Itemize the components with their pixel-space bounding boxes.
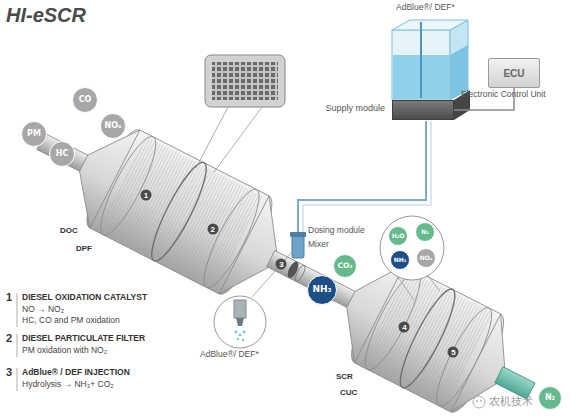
part-name: SCR [336, 372, 353, 381]
exhaust-line [16, 92, 556, 420]
node-text: NOₓ [420, 255, 433, 262]
node-text: NH₃ [312, 285, 331, 295]
node-text: ECU [503, 68, 524, 79]
product-molecule: CO₂ [333, 254, 357, 278]
gas-molecule: NOₓ [100, 113, 126, 139]
list-heading: DIESEL OXIDATION CATALYST [22, 293, 147, 303]
list-number: 2 [6, 332, 12, 345]
node-text: Supply module [325, 104, 385, 114]
node-text: NH₃ [394, 257, 407, 264]
callout-number: 1 [141, 189, 152, 200]
list-note: Hydrolysis → NH₃+ CO₂ [22, 380, 114, 390]
circle-shape [308, 276, 337, 305]
gas-molecule: CO [72, 87, 98, 113]
product-molecule: H₂O [388, 226, 408, 246]
circle-shape [539, 387, 562, 410]
list-heading: DIESEL PARTICULATE FILTER [22, 334, 145, 344]
circle-shape [417, 249, 436, 268]
node-text: N₂ [545, 394, 555, 403]
reaction-zoom [380, 216, 444, 300]
node-text: N₂ [421, 229, 429, 236]
circle-shape [22, 122, 47, 147]
list-heading: AdBlue® / DEF INJECTION [22, 368, 130, 378]
circle-shape [334, 255, 357, 278]
circle-shape [73, 88, 98, 113]
watermark-icon [473, 396, 485, 408]
wire-connector [454, 88, 514, 110]
list-rule [17, 293, 18, 391]
callout-number: 5 [448, 346, 459, 357]
node-text: PM [27, 130, 41, 139]
circle-shape [50, 142, 75, 167]
part-name: Dosing module [308, 226, 365, 236]
callout-number: 4 [399, 321, 410, 332]
ammonia-molecule: NH₃ [390, 250, 410, 270]
product-molecule: N₂ [538, 386, 562, 410]
cell-zoom [196, 55, 285, 172]
circle-shape [391, 251, 410, 270]
gas-molecule: NOₓ [416, 248, 436, 268]
node-text: NOₓ [105, 122, 122, 131]
adblue-tank [392, 20, 470, 120]
list-note: PM oxidation with NO₂ [22, 346, 107, 356]
gas-molecule: PM [21, 121, 47, 147]
node-text: CO [79, 96, 92, 105]
fluid-name: AdBlue®/ DEF* [200, 350, 259, 360]
part-name: Mixer [308, 240, 329, 250]
nozzle-zoom [214, 252, 292, 348]
list-note: HC, CO and PM oxidation [22, 316, 120, 326]
part-name: DPF [76, 244, 92, 253]
supply-module: Supply module [392, 100, 454, 120]
fluid-name: AdBlue®/ DEF* [396, 3, 455, 13]
product-molecule: N₂ [415, 222, 435, 242]
node-text: H₂O [392, 233, 405, 240]
list-note: NO → NO₂ [22, 305, 64, 315]
part-name: CUC [340, 388, 357, 397]
list-number: 3 [6, 366, 12, 379]
node-text: CO₂ [337, 262, 352, 270]
part-name: DOC [60, 226, 78, 235]
list-number: 1 [6, 291, 12, 304]
watermark: 农机技术 [489, 395, 533, 408]
diagram-title: HI-eSCR [6, 4, 86, 27]
gas-molecule: HC [49, 141, 75, 167]
node-caption: Electronic Control Unit [461, 90, 546, 99]
callout-number: 2 [207, 223, 218, 234]
ecu-box: ECUElectronic Control Unit [488, 58, 540, 88]
ammonia-molecule: NH₃ [307, 275, 337, 305]
callout-number: 3 [276, 258, 287, 269]
circle-shape [389, 227, 408, 246]
node-text: HC [56, 150, 69, 159]
circle-shape [101, 114, 126, 139]
circle-shape [416, 223, 435, 242]
